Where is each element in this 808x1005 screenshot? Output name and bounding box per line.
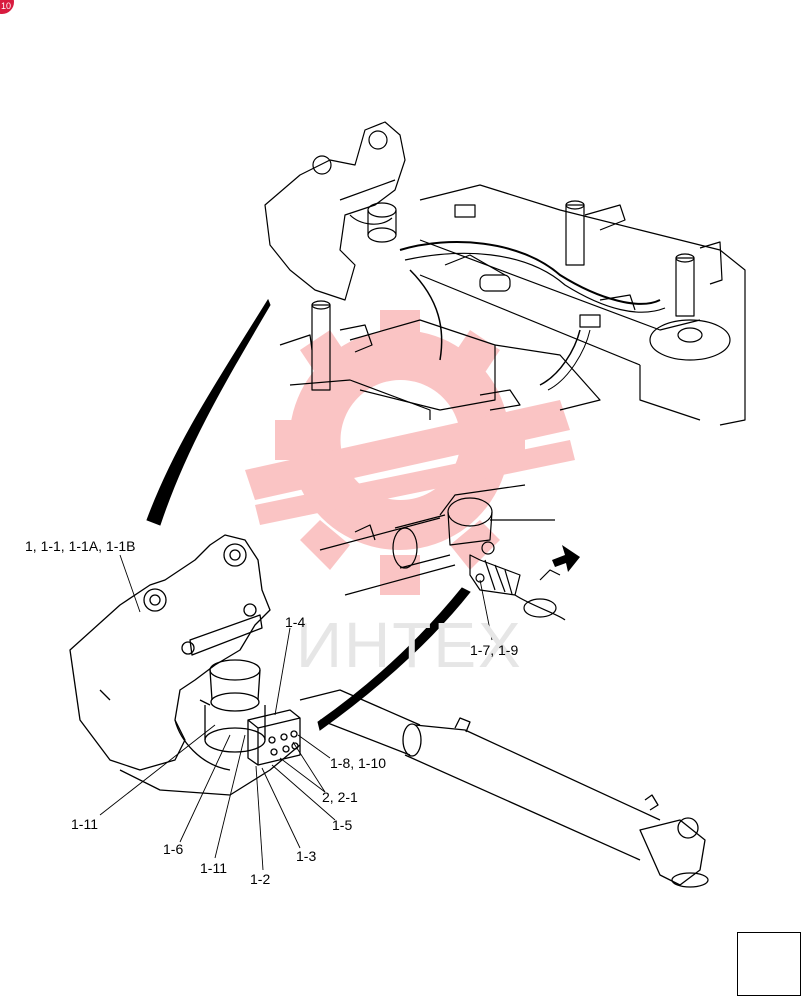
label-1-8-1-10: 1-8, 1-10 — [330, 755, 387, 771]
watermark-logo-icon — [245, 310, 575, 595]
label-1-6: 1-6 — [163, 841, 184, 857]
label-1-3: 1-3 — [296, 848, 317, 864]
label-1-7-1-9: 1-7, 1-9 — [470, 642, 519, 658]
next-page-button[interactable] — [737, 932, 801, 996]
leader-lines — [99, 554, 493, 871]
watermark-text: ИНТЕХ — [296, 609, 523, 681]
label-1-5: 1-5 — [332, 817, 353, 833]
label-1-11-left: 1-11 — [71, 816, 98, 832]
page-badge: 10 — [0, 0, 14, 14]
detail-inset-cylinder-end — [319, 484, 566, 621]
label-1-2: 1-2 — [250, 871, 271, 887]
label-1-4: 1-4 — [285, 614, 306, 630]
label-main-bracket: 1, 1-1, 1-1A, 1-1B — [25, 538, 136, 554]
label-1-11-right: 1-11 — [200, 860, 227, 876]
label-2-2-1: 2, 2-1 — [322, 789, 358, 805]
leader-arrow-upper — [146, 298, 271, 526]
lower-bracket-assembly — [69, 534, 709, 888]
leader-arrow-lower — [317, 587, 471, 731]
direction-arrow-icon — [552, 545, 580, 572]
upper-frame-assembly — [264, 121, 746, 426]
